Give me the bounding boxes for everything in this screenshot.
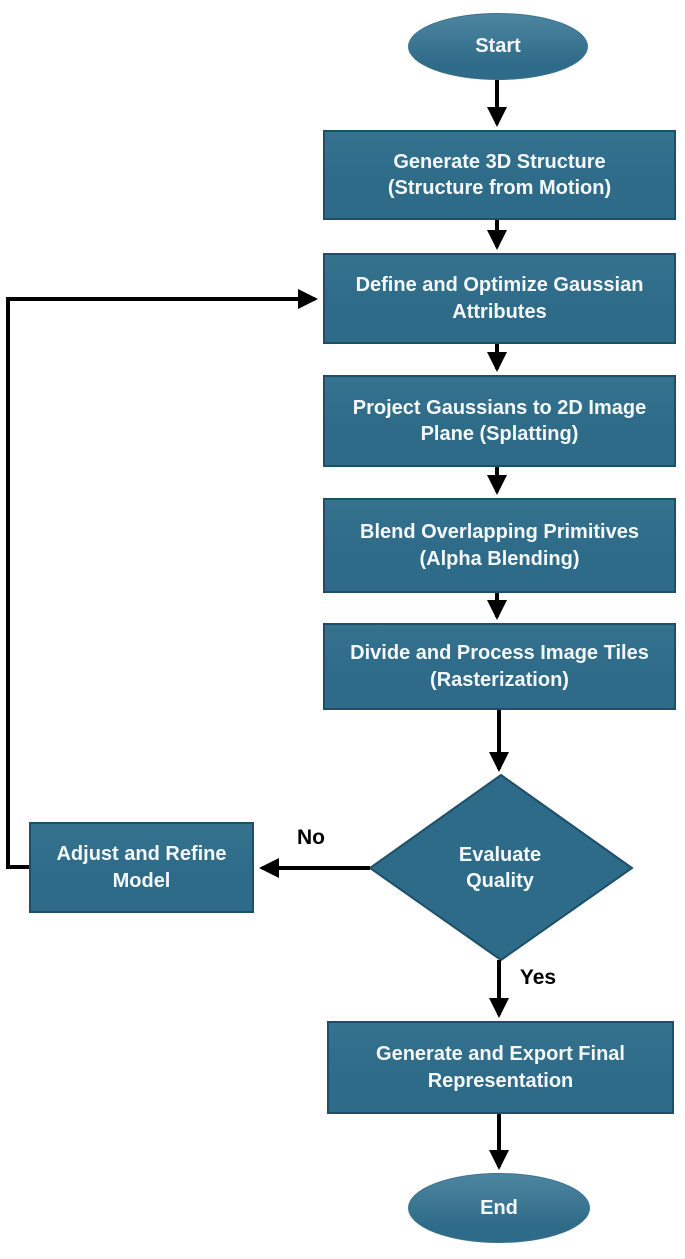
define-optimize-gaussian-label: Define and Optimize Gaussian Attributes (355, 274, 644, 323)
generate-export-final-label: Generate and Export Final Representation (376, 1043, 625, 1092)
divide-image-tiles-node: Divide and Process Image Tiles (Rasteriz… (323, 623, 676, 710)
end-node: End (408, 1173, 590, 1243)
arrow-loop-adjust-to-define (6, 289, 318, 869)
generate-3d-structure-label: Generate 3D Structure (Structure from Mo… (387, 150, 612, 199)
yes-branch-label: Yes (519, 966, 557, 989)
generate-export-final-node: Generate and Export Final Representation (327, 1021, 674, 1114)
define-optimize-gaussian-node: Define and Optimize Gaussian Attributes (323, 253, 676, 344)
blend-primitives-node: Blend Overlapping Primitives (Alpha Blen… (323, 498, 676, 593)
evaluate-quality-label: Evaluate Quality (458, 843, 542, 892)
generate-3d-structure-node: Generate 3D Structure (Structure from Mo… (323, 130, 676, 220)
no-branch-label: No (297, 826, 325, 849)
evaluate-quality-node: Evaluate Quality (380, 790, 620, 946)
divide-image-tiles-label: Divide and Process Image Tiles (Rasteriz… (350, 642, 649, 691)
project-gaussians-label: Project Gaussians to 2D Image Plane (Spl… (352, 396, 647, 445)
end-node-label: End (480, 1196, 518, 1219)
adjust-refine-model-label: Adjust and Refine Model (56, 843, 227, 892)
blend-primitives-label: Blend Overlapping Primitives (Alpha Blen… (360, 521, 639, 570)
start-node: Start (408, 13, 588, 80)
start-node-label: Start (475, 35, 521, 58)
project-gaussians-node: Project Gaussians to 2D Image Plane (Spl… (323, 375, 676, 467)
adjust-refine-model-node: Adjust and Refine Model (29, 822, 254, 913)
